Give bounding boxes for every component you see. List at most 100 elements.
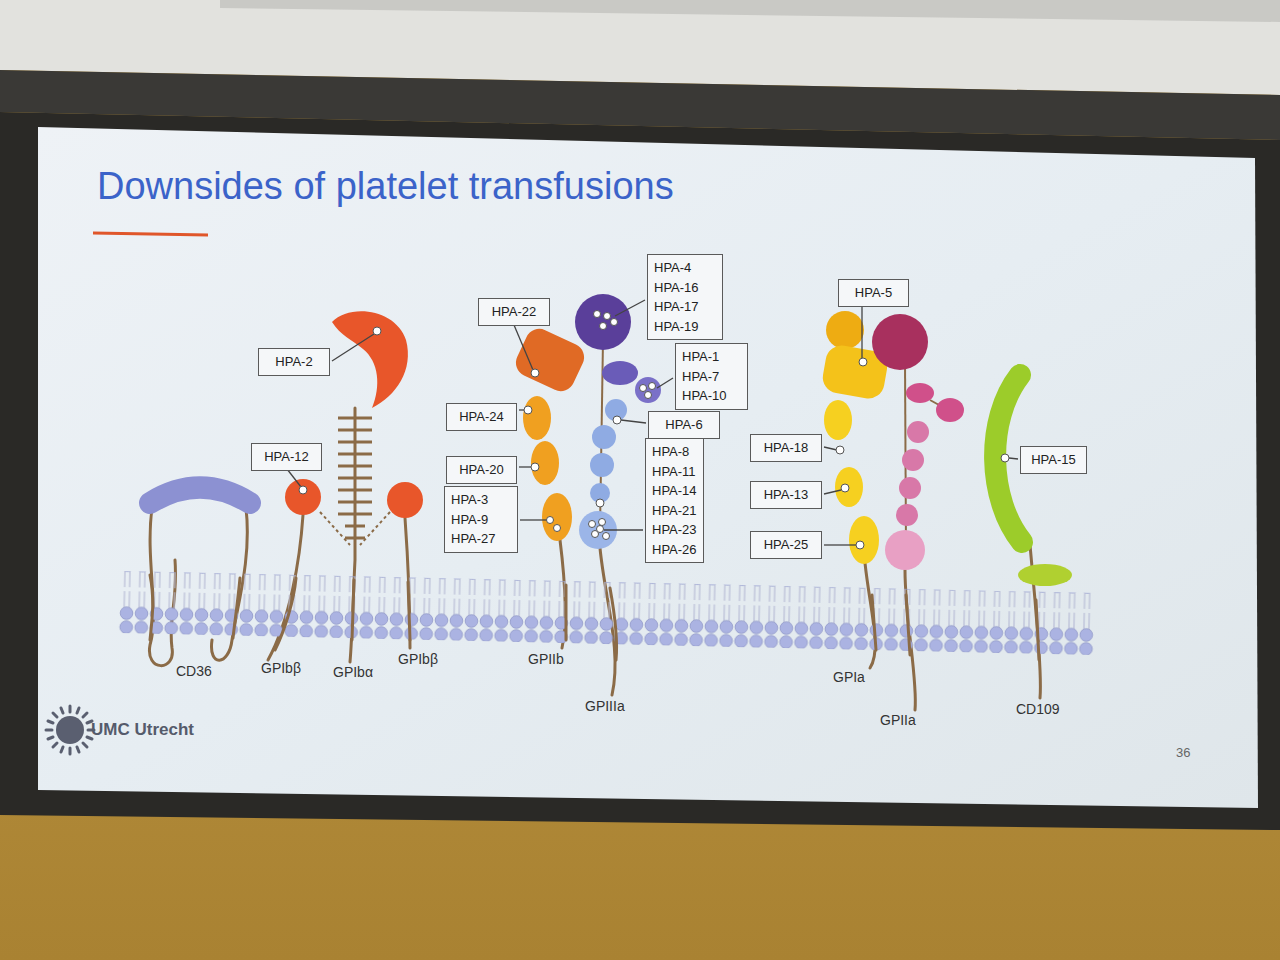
gpib-complex-part-part [338, 513, 372, 516]
cd109-protein [995, 375, 1072, 586]
protein-name: GPIIb [528, 651, 564, 668]
gpiib-protein-part [523, 396, 551, 440]
leader-lines-part [514, 325, 533, 370]
umc-logo-icon-part [48, 737, 53, 739]
gpiia-protein-part [899, 477, 921, 499]
gpiib-protein-part [511, 324, 588, 396]
antigen-box: HPA-4HPA-16HPA-17HPA-19 [647, 254, 723, 340]
antigen-name: HPA-4 [654, 258, 716, 278]
slide-title: Downsides of platelet transfusions [97, 166, 674, 208]
gpib-complex-part-part [338, 417, 372, 420]
membrane-crossing-stems-part [352, 580, 354, 640]
antigen-box: HPA-12 [251, 443, 322, 471]
umc-logo-icon-part [77, 708, 79, 713]
gpib-complex-part-part [338, 429, 372, 432]
gpib-complex [285, 311, 423, 545]
antigen-name: HPA-19 [654, 317, 716, 337]
antigen-box: HPA-5 [838, 279, 909, 307]
antigen-dots-part [597, 526, 604, 533]
gpiiia-protein-part [602, 361, 638, 385]
leader-lines-part [824, 544, 856, 545]
gpib-complex-part-part [338, 501, 372, 504]
lipid-bilayer [119, 571, 1095, 655]
antigen-box: HPA-22 [478, 298, 550, 326]
antigen-dots-part [524, 406, 532, 414]
leader-lines-part [604, 529, 643, 530]
gpiiia-protein-part [575, 294, 631, 350]
gpib-complex-part [285, 479, 321, 515]
antigen-dots-part [645, 392, 652, 399]
antigen-name: HPA-18 [757, 438, 815, 458]
antigen-box: HPA-18 [750, 434, 822, 462]
protein-name: GPIIIa [585, 698, 625, 715]
leader-lines-part [519, 466, 531, 467]
antigen-name: HPA-15 [1027, 450, 1080, 470]
membrane-crossing-stems-part [150, 575, 153, 640]
antigen-box: HPA-3HPA-9HPA-27 [444, 486, 518, 553]
umc-logo-icon-part [61, 747, 63, 752]
umc-logo-icon-part [77, 747, 79, 752]
membrane-crossing-stems-part [565, 585, 568, 640]
gpiia-protein-part [906, 383, 934, 403]
gpib-complex-part-part [338, 489, 372, 492]
antigen-dots-part [594, 311, 601, 318]
leader-lines-part [657, 378, 673, 388]
gpiia-protein-part [907, 421, 929, 443]
antigen-dots-part [596, 499, 604, 507]
room-part [220, 0, 1280, 22]
antigen-dots-part [299, 486, 307, 494]
antigen-dots-part [531, 463, 539, 471]
antigen-dots-part [841, 484, 849, 492]
antigen-dots-part [600, 323, 607, 330]
antigen-name: HPA-20 [453, 460, 510, 480]
umc-logo-icon-part [83, 743, 87, 747]
gpib-complex-part-part [345, 525, 365, 528]
membrane-crossing-stems-part [906, 595, 910, 655]
protein-name: GPIIa [880, 712, 916, 729]
antigen-dots [299, 311, 1009, 550]
gpib-complex-part-part [345, 537, 365, 540]
gpib-complex-part [332, 311, 408, 408]
gpia-protein-part [824, 400, 852, 440]
antigen-name: HPA-26 [652, 540, 697, 560]
membrane-stems [149, 408, 1040, 710]
antigen-dots-part [547, 517, 554, 524]
umc-logo-icon-part [61, 708, 63, 713]
gpiia-protein [872, 314, 964, 570]
antigen-name: HPA-22 [485, 302, 543, 322]
gpia-protein-part [849, 516, 879, 564]
umc-logo-icon-part [46, 729, 52, 732]
antigen-name: HPA-17 [654, 297, 716, 317]
umc-logo-icon-part [69, 748, 72, 754]
antigen-name: HPA-13 [757, 485, 815, 505]
gpiib-protein [511, 324, 588, 541]
umc-logo-icon [46, 706, 94, 754]
antigen-name: HPA-23 [652, 520, 697, 540]
gpia-protein-part [826, 311, 864, 349]
membrane-crossing-stems-part [275, 578, 296, 650]
antigen-box: HPA-1HPA-7HPA-10 [675, 343, 748, 410]
antigen-name: HPA-1 [682, 347, 741, 367]
antigen-dots-part [856, 541, 864, 549]
antigen-name: HPA-5 [845, 283, 902, 303]
antigen-name: HPA-10 [682, 386, 741, 406]
antigen-dots-part [599, 519, 606, 526]
antigen-dots-part [859, 358, 867, 366]
gpiia-protein-part [902, 449, 924, 471]
gpib-complex-part [320, 512, 390, 545]
gpib-complex-part [387, 482, 423, 518]
antigen-name: HPA-16 [654, 278, 716, 298]
lipid-bilayer-part [119, 571, 1095, 655]
slide [38, 127, 1258, 808]
antigen-box: HPA-24 [446, 403, 517, 431]
antigen-name: HPA-6 [655, 415, 713, 435]
umc-logo-icon-part [53, 743, 57, 747]
cd109-protein-part [1018, 564, 1072, 586]
gpiiia-protein-part [592, 425, 616, 449]
antigen-name: HPA-24 [453, 407, 510, 427]
membrane-crossing-stems-part [408, 582, 410, 640]
antigen-box: HPA-2 [258, 348, 330, 376]
gpiia-protein-part [896, 504, 918, 526]
page-number: 36 [1176, 745, 1190, 761]
